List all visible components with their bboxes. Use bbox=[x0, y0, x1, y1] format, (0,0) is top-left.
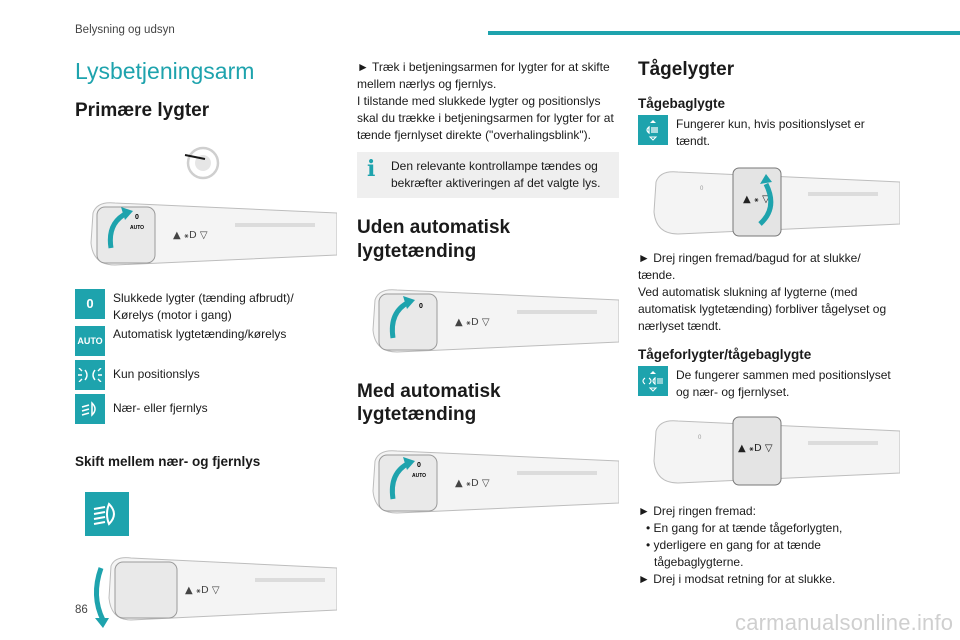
main-title: Lysbetjeningsarm bbox=[75, 58, 255, 84]
auto-icon: AUTO bbox=[75, 325, 105, 356]
front-fog-step-2: • yderligere en gang for at tænde tågeba… bbox=[646, 538, 821, 570]
with-auto-title: Med automatisk lygtetænding bbox=[357, 380, 501, 426]
light-states-list: 0 Slukkede lygter (tænding afbrudt)/ Kør… bbox=[75, 288, 337, 424]
front-fog-title: Tågeforlygter/tågebaglygte bbox=[638, 346, 812, 362]
header-accent-bar bbox=[488, 31, 960, 35]
column-1: Lysbetjeningsarm Primære lygter 0 AUTO ▲… bbox=[75, 50, 337, 628]
rear-fog-row: Fungerer kun, hvis positionslyset er tæn… bbox=[638, 114, 900, 150]
rear-fog-title: Tågebaglygte bbox=[638, 95, 726, 111]
svg-text:0: 0 bbox=[700, 186, 704, 192]
stalk-without-auto-illustration: 0 ▲ ꘎D ▽ bbox=[372, 288, 619, 353]
svg-text:▲ ꘎ ▽: ▲ ꘎ ▽ bbox=[743, 194, 770, 205]
info-box: i Den relevante kontrollampe tændes og b… bbox=[357, 152, 619, 199]
low-beam-icon bbox=[75, 393, 105, 424]
state-position: Kun positionslys bbox=[75, 359, 337, 390]
page-number: 86 bbox=[75, 604, 88, 616]
stalk-label-auto-2: AUTO bbox=[412, 473, 426, 479]
state-off: 0 Slukkede lygter (tænding afbrudt)/ Kør… bbox=[75, 288, 337, 324]
svg-text:0: 0 bbox=[698, 435, 702, 441]
pull-stalk-instruction: ► Træk i betjeningsarmen for lygter for … bbox=[357, 60, 610, 92]
state-auto: AUTO Automatisk lygtetænding/kørelys bbox=[75, 325, 337, 356]
front-fog-off-instruction: ► Drej i modsat retning for at slukke. bbox=[638, 572, 836, 587]
front-fog-step-1: • En gang for at tænde tågeforlygten, bbox=[646, 521, 843, 536]
stalk-label-off-3: 0 bbox=[417, 462, 421, 469]
column-2: ► Træk i betjeningsarmen for lygter for … bbox=[357, 50, 619, 521]
stalk-label-off-2: 0 bbox=[419, 303, 423, 310]
zero-icon: 0 bbox=[75, 288, 105, 319]
rear-fog-ring-illustration: ▲ ꘎ ▽ 0 bbox=[653, 167, 900, 237]
info-icon: i bbox=[367, 156, 376, 183]
watermark: carmanualsonline.info bbox=[735, 610, 954, 635]
front-rear-fog-icon bbox=[638, 365, 668, 396]
stalk-label-off: 0 bbox=[135, 214, 139, 221]
state-beam: Nær- eller fjernlys bbox=[75, 393, 337, 424]
stalk-label-auto: AUTO bbox=[130, 225, 144, 231]
switch-beam-title: Skift mellem nær- og fjernlys bbox=[75, 453, 261, 469]
front-fog-row: De fungerer sammen med positionslyset og… bbox=[638, 365, 900, 401]
light-stalk-illustration: 0 AUTO ▲ ꘎D ▽ bbox=[90, 201, 337, 266]
light-stalk-pull-illustration: ▲ ꘎D ▽ bbox=[94, 557, 337, 628]
running-header: Belysning og udsyn bbox=[75, 24, 175, 36]
svg-text:▲ ꘎D ▽: ▲ ꘎D ▽ bbox=[185, 585, 220, 596]
svg-text:▲ ꘎D ▽: ▲ ꘎D ▽ bbox=[173, 230, 208, 241]
column-3: Tågelygter Tågebaglygte Fungerer kun, hv… bbox=[638, 50, 900, 588]
svg-text:▲ ꘎D ▽: ▲ ꘎D ▽ bbox=[455, 478, 490, 489]
fog-lights-title: Tågelygter bbox=[638, 59, 735, 80]
position-lights-icon bbox=[75, 359, 105, 390]
steering-wheel-icon bbox=[184, 146, 220, 179]
rear-fog-instruction: ► Drej ringen fremad/bagud for at slukke… bbox=[638, 250, 861, 282]
rear-fog-paragraph: Ved automatisk slukning af lygterne (med… bbox=[638, 284, 887, 333]
primary-lights-title: Primære lygter bbox=[75, 100, 210, 121]
front-fog-instruction: ► Drej ringen fremad: bbox=[638, 504, 756, 519]
high-beam-icon bbox=[85, 491, 129, 536]
overtake-flash-paragraph: I tilstande med slukkede lygter og posit… bbox=[357, 94, 614, 143]
rear-fog-icon bbox=[638, 114, 668, 145]
svg-text:▲ ꘎D ▽: ▲ ꘎D ▽ bbox=[738, 443, 773, 454]
front-fog-ring-illustration: ▲ ꘎D ▽ 0 bbox=[653, 416, 900, 486]
svg-text:▲ ꘎D ▽: ▲ ꘎D ▽ bbox=[455, 317, 490, 328]
without-auto-title: Uden automatisk lygtetænding bbox=[357, 217, 511, 262]
stalk-with-auto-illustration: 0 AUTO ▲ ꘎D ▽ bbox=[372, 450, 619, 514]
